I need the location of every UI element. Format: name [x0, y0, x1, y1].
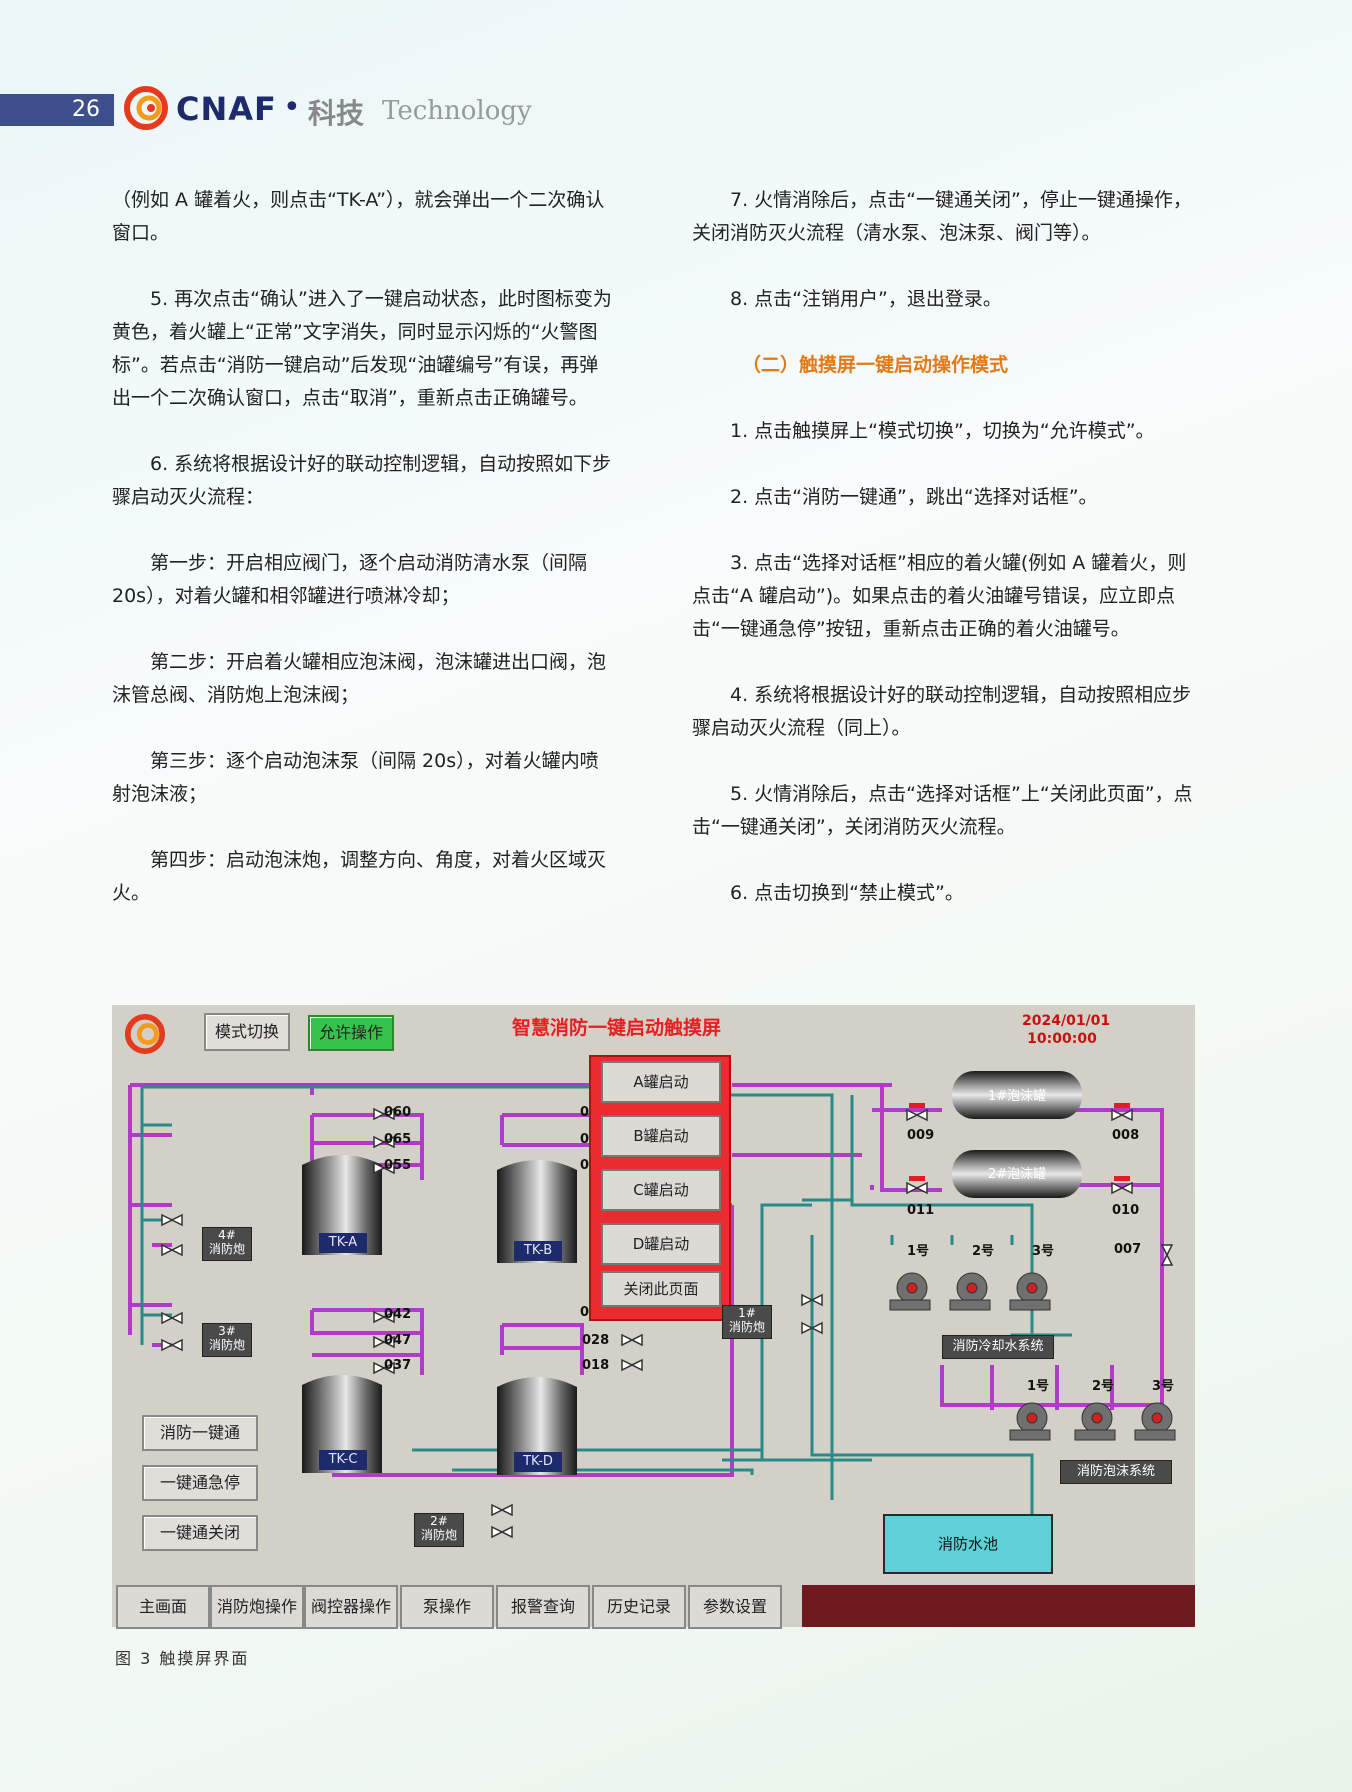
tank-a-start-button[interactable]: A罐启动: [601, 1061, 721, 1103]
paragraph: 4. 系统将根据设计好的联动控制逻辑，自动按照相应步骤启动灭火流程（同上）。: [692, 684, 1192, 739]
foam-pump-3-icon: [1134, 1402, 1176, 1441]
right-text-column: 7. 火情消除后，点击“一键通关闭”，停止一键通操作，关闭消防灭火流程（清水泵、…: [692, 184, 1197, 943]
cannon-3[interactable]: 3#消防炮: [202, 1323, 252, 1357]
cnaf-logo-icon: [124, 86, 168, 130]
screen-title: 智慧消防一键启动触摸屏: [512, 1017, 722, 1039]
valve-label: 009: [907, 1128, 935, 1143]
foam-pump-2-icon: [1074, 1402, 1116, 1441]
cannon-2[interactable]: 2#消防炮: [414, 1513, 464, 1547]
nav-pump-operation[interactable]: 泵操作: [400, 1585, 494, 1629]
valve-label: 008: [1112, 1128, 1140, 1143]
valve-label: 018: [582, 1358, 610, 1373]
tank-d-start-button[interactable]: D罐启动: [601, 1223, 721, 1265]
paragraph: 3. 点击“选择对话框”相应的着火罐(例如 A 罐着火，则点击“A 罐启动”)。…: [692, 552, 1187, 640]
valve-label: 047: [384, 1333, 412, 1348]
screen-time: 10:00:00: [1027, 1031, 1097, 1047]
figure-caption: 图 3 触摸屏界面: [115, 1649, 250, 1668]
nav-main[interactable]: 主画面: [116, 1585, 210, 1629]
tank-b-label[interactable]: TK-B: [514, 1241, 562, 1261]
paragraph: 第四步：启动泡沫炮，调整方向、角度，对着火区域灭火。: [112, 849, 607, 904]
valve-icons: [161, 1107, 1174, 1539]
nav-valve-operation[interactable]: 阀控器操作: [304, 1585, 398, 1629]
pool-label: 消防水池: [937, 1535, 998, 1553]
nav-history[interactable]: 历史记录: [592, 1585, 686, 1629]
left-text-column: （例如 A 罐着火，则点击“TK-A”），就会弹出一个二次确认窗口。 5. 再次点…: [112, 184, 617, 943]
paragraph: 6. 系统将根据设计好的联动控制逻辑，自动按照如下步骤启动灭火流程：: [112, 453, 612, 508]
pump-label: 1号: [1027, 1379, 1050, 1394]
pipeline-diagram: [112, 1005, 1195, 1627]
pump-label: 2号: [1092, 1379, 1115, 1394]
paragraph: 7. 火情消除后，点击“一键通关闭”，停止一键通操作，关闭消防灭火流程（清水泵、…: [692, 189, 1192, 244]
valve-label: 065: [384, 1132, 412, 1147]
allow-operation-button[interactable]: 允许操作: [308, 1015, 394, 1051]
valve-label: 011: [907, 1203, 935, 1218]
valve-label: 0: [580, 1158, 590, 1173]
valve-label: 010: [1112, 1203, 1140, 1218]
paragraph: 5. 火情消除后，点击“选择对话框”上“关闭此页面”，点击“一键通关闭”，关闭消…: [692, 783, 1193, 838]
paragraph: 6. 点击切换到“禁止模式”。: [730, 882, 964, 904]
close-page-button[interactable]: 关闭此页面: [601, 1271, 721, 1307]
foam-tank-2-label: 2#泡沫罐: [988, 1167, 1047, 1182]
tank-b-start-button[interactable]: B罐启动: [601, 1115, 721, 1157]
separator-dot: •: [283, 90, 301, 125]
mode-switch-button[interactable]: 模式切换: [204, 1013, 290, 1051]
paragraph: 第一步：开启相应阀门，逐个启动消防清水泵（间隔 20s），对着火罐和相邻罐进行喷…: [112, 552, 588, 607]
nav-cannon-operation[interactable]: 消防炮操作: [210, 1585, 304, 1629]
pump-label: 3号: [1152, 1379, 1175, 1394]
cnaf-logo-icon: [124, 1013, 166, 1055]
page-number: 26: [72, 97, 100, 122]
foam-tank-2-icon: [952, 1150, 1082, 1198]
valve-label: 0: [580, 1105, 590, 1120]
pump-label: 2号: [972, 1244, 995, 1259]
tank-a-label[interactable]: TK-A: [319, 1233, 367, 1253]
pump-label: 3号: [1032, 1244, 1055, 1259]
paragraph: 8. 点击“注销用户”，退出登录。: [730, 288, 1002, 310]
valve-label: 0: [580, 1132, 590, 1147]
paragraph: 第二步：开启着火罐相应泡沫阀，泡沫罐进出口阀，泡沫管总阀、消防炮上泡沫阀；: [112, 651, 607, 706]
paragraph: 5. 再次点击“确认”进入了一键启动状态，此时图标变为黄色，着火罐上“正常”文字…: [112, 288, 612, 409]
valve-label: 055: [384, 1158, 412, 1173]
one-key-fire-button[interactable]: 消防一键通: [142, 1415, 258, 1451]
paragraph: 1. 点击触摸屏上“模式切换”，切换为“允许模式”。: [730, 420, 1155, 442]
section-heading: （二）触摸屏一键启动操作模式: [742, 354, 1009, 376]
section-name: 科技: [308, 97, 365, 130]
valve-label: 0: [580, 1305, 590, 1320]
foam-tank-1-icon: [952, 1071, 1082, 1119]
cooling-pump-3-icon: [1009, 1272, 1051, 1311]
one-key-close-button[interactable]: 一键通关闭: [142, 1515, 258, 1551]
section-name-en: Technology: [382, 96, 532, 126]
tank-c-start-button[interactable]: C罐启动: [601, 1169, 721, 1211]
tank-select-dialog: A罐启动 B罐启动 C罐启动 D罐启动 关闭此页面: [589, 1055, 731, 1321]
emergency-stop-button[interactable]: 一键通急停: [142, 1465, 258, 1501]
brand-name: CNAF: [176, 90, 277, 128]
valve-label: 060: [384, 1105, 412, 1120]
paragraph: 2. 点击“消防一键通”，跳出“选择对话框”。: [730, 486, 1098, 508]
touch-screen-figure: 模式切换 允许操作 智慧消防一键启动触摸屏 2024/01/01 10:00:0…: [112, 1005, 1195, 1629]
screen-date: 2024/01/01: [1022, 1013, 1111, 1029]
cannon-1[interactable]: 1#消防炮: [722, 1305, 772, 1339]
cooling-pump-2-icon: [949, 1272, 991, 1311]
valve-label: 042: [384, 1307, 412, 1322]
cannon-4[interactable]: 4#消防炮: [202, 1227, 252, 1261]
paragraph: 第三步：逐个启动泡沫泵（间隔 20s），对着火罐内喷射泡沫液；: [112, 750, 599, 805]
foam-system-label: 消防泡沫系统: [1060, 1460, 1172, 1484]
cooling-pump-1-icon: [889, 1272, 931, 1311]
nav-parameters[interactable]: 参数设置: [688, 1585, 782, 1629]
tank-a-icon: [302, 1155, 382, 1255]
tank-b-icon: [497, 1160, 577, 1263]
valve-label: 007: [1114, 1242, 1142, 1257]
foam-pump-1-icon: [1009, 1402, 1051, 1441]
paragraph: （例如 A 罐着火，则点击“TK-A”），就会弹出一个二次确认窗口。: [112, 189, 605, 244]
tank-c-icon: [302, 1375, 382, 1473]
tank-d-icon: [497, 1377, 577, 1475]
tank-d-label[interactable]: TK-D: [514, 1452, 562, 1472]
tank-c-label[interactable]: TK-C: [319, 1450, 367, 1470]
foam-tank-1-label: 1#泡沫罐: [988, 1089, 1047, 1104]
nav-alarm-query[interactable]: 报警查询: [496, 1585, 590, 1629]
page-number-bar: [0, 94, 114, 126]
valve-label: 037: [384, 1358, 412, 1373]
cooling-system-label: 消防冷却水系统: [942, 1335, 1054, 1359]
pump-label: 1号: [907, 1244, 930, 1259]
valve-label: 028: [582, 1333, 610, 1348]
